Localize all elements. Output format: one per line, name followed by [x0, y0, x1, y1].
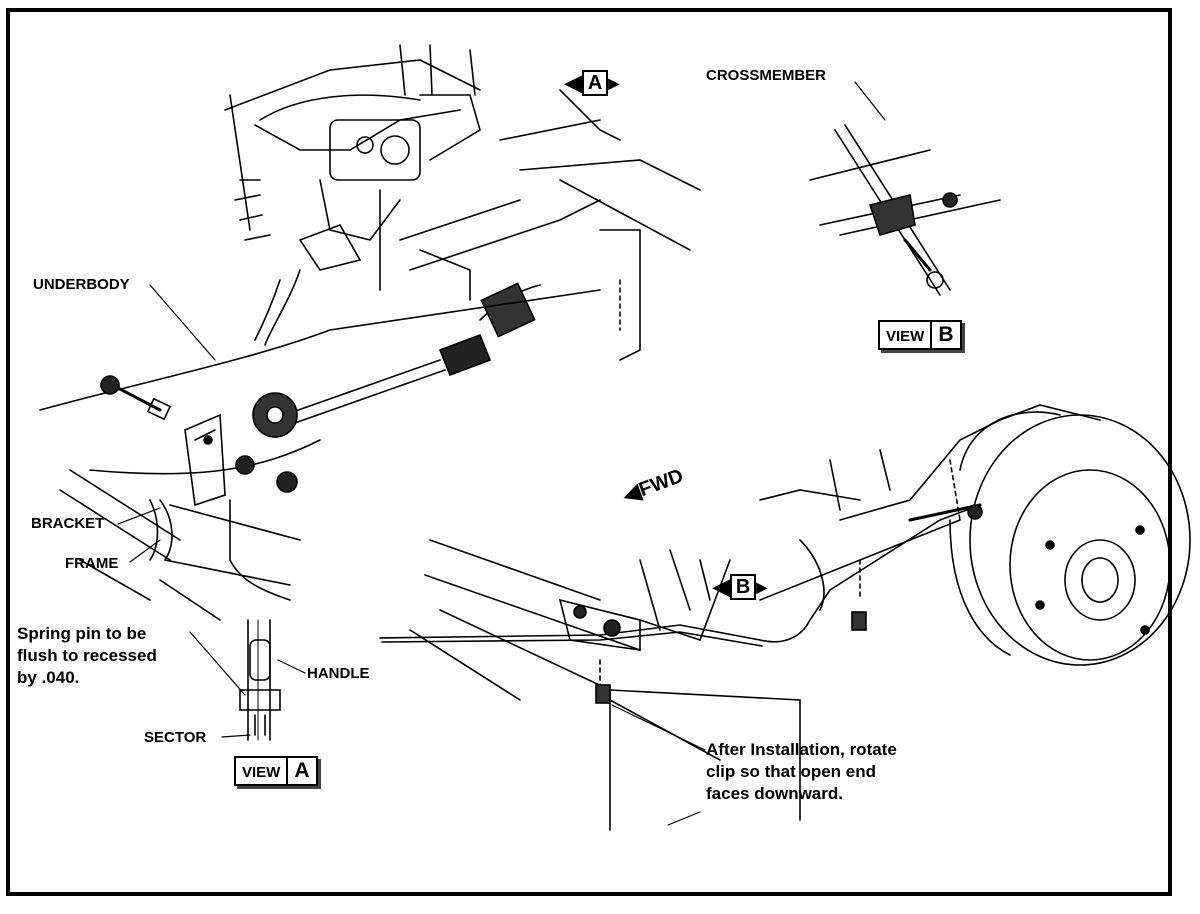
frame-label: FRAME: [65, 555, 119, 572]
handle-label: HANDLE: [307, 665, 370, 682]
bracket-label: BRACKET: [31, 515, 105, 532]
bracket-frame-area: [59, 375, 301, 621]
view-a-box: VIEW A: [234, 756, 318, 786]
underbody-label: UNDERBODY: [33, 276, 130, 293]
arrow-right-icon: ▶: [756, 578, 768, 595]
arrow-left-icon: ◀: [565, 70, 582, 95]
front-cable-assembly: [39, 282, 601, 475]
clip-installation-note: After Installation, rotate clip so that …: [706, 740, 897, 803]
rear-cable-drum-assembly: [379, 404, 1191, 831]
view-b-word: VIEW: [880, 322, 933, 348]
view-b-detail: [809, 124, 1001, 296]
spring-pin-note: Spring pin to be flush to recessed by .0…: [17, 624, 157, 687]
view-a-callout-letter: A: [581, 70, 609, 96]
view-a-letter: A: [294, 759, 310, 782]
view-a-word: VIEW: [236, 758, 289, 784]
view-b-box: VIEW B: [878, 320, 962, 350]
leader-lines: [117, 81, 886, 826]
upper-linkage-assembly: [224, 44, 701, 361]
view-a-callout: ◀ A ▶: [565, 70, 619, 96]
view-a-detail: [239, 619, 281, 741]
crossmember-label: CROSSMEMBER: [706, 67, 827, 84]
view-b-callout: ◀ B ▶: [713, 574, 767, 600]
diagram-frame: [6, 8, 1172, 896]
arrow-right-icon: ▶: [608, 74, 620, 91]
arrow-left-icon: ◀: [713, 574, 730, 599]
sector-label: SECTOR: [144, 729, 207, 746]
view-b-callout-letter: B: [729, 574, 757, 600]
view-b-letter: B: [938, 323, 954, 346]
